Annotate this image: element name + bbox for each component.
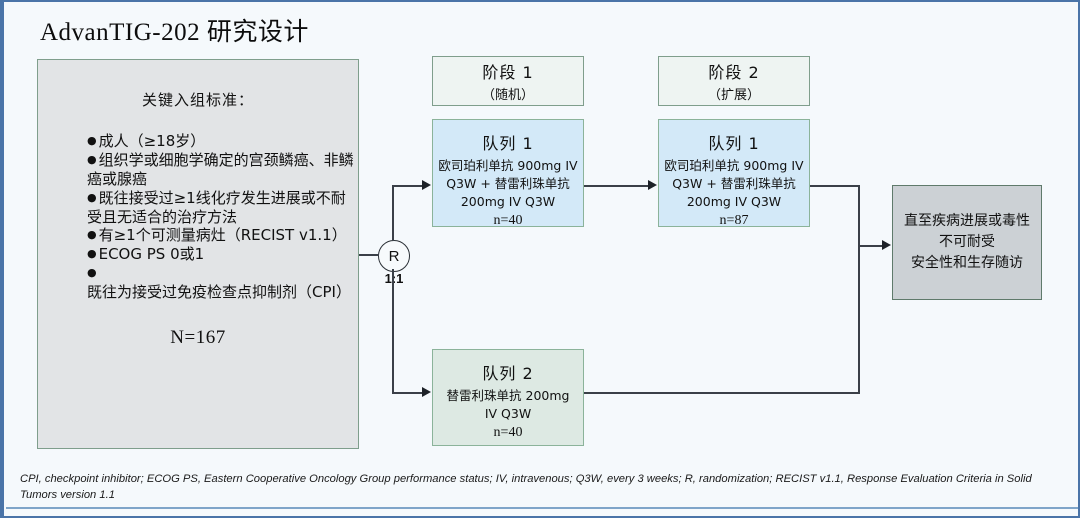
cohort-regimen-line-3: 200mg IV Q3W — [460, 194, 556, 210]
stage2-cohort-1-box: 队列 1 欧司珀利单抗 900mg IV Q3W + 替雷利珠单抗 200mg … — [658, 119, 810, 229]
arrow-to-outcome — [882, 240, 891, 250]
stage1-cohort-1-box: 队列 1 欧司珀利单抗 900mg IV Q3W + 替雷利珠单抗 200mg … — [432, 119, 584, 229]
cohort-regimen-line-1: 替雷利珠单抗 200mg — [446, 388, 570, 403]
cohort-title: 队列 1 — [482, 134, 534, 153]
list-item: ECOG PS 0或1 — [87, 245, 358, 264]
stage-2-header: 阶段 2 （扩展） — [658, 56, 810, 106]
randomization-ratio: 1:1 — [384, 271, 404, 286]
stage-2-subtitle: （扩展） — [707, 88, 760, 103]
list-item: 有≥1个可测量病灶（RECIST v1.1） — [87, 226, 358, 245]
cohort-regimen-line-1: 欧司珀利单抗 900mg IV — [664, 158, 804, 173]
outcome-followup-box: 直至疾病进展或毒性 不可耐受 安全性和生存随访 — [892, 185, 1042, 300]
cohort-title: 队列 1 — [708, 134, 760, 153]
cohort-regimen-line-1: 欧司珀利单抗 900mg IV — [438, 158, 578, 173]
cohort-sample-size: n=87 — [719, 213, 749, 229]
stage1-cohort-2-box: 队列 2 替雷利珠单抗 200mg IV Q3W n=40 — [432, 349, 584, 446]
connector-right-rail-vertical — [858, 185, 860, 393]
criteria-total-n: N=167 — [170, 327, 226, 349]
randomization-node: R — [378, 240, 410, 272]
outcome-line-2: 不可耐受 — [939, 234, 995, 250]
cohort-regimen-line-2: Q3W + 替雷利珠单抗 — [446, 176, 570, 192]
cohort-regimen-line-2: Q3W + 替雷利珠单抗 — [672, 176, 796, 192]
arrow-to-stage2-cohort1 — [648, 180, 657, 190]
cohort-sample-size: n=40 — [493, 425, 523, 441]
connector-r-down-horizontal — [392, 392, 424, 394]
cohort-sample-size: n=40 — [493, 213, 523, 229]
outcome-line-3: 安全性和生存随访 — [911, 255, 1023, 271]
stage-1-name: 阶段 1 — [482, 63, 534, 82]
connector-r-down-vertical — [392, 269, 394, 393]
criteria-heading: 关键入组标准： — [141, 91, 254, 109]
connector-rail-to-outcome — [858, 245, 884, 247]
cohort-regimen-line-2: IV Q3W — [484, 406, 532, 422]
arrow-to-stage1-cohort1 — [422, 180, 431, 190]
cohort-title: 队列 2 — [482, 364, 534, 383]
connector-stage1-to-stage2 — [584, 185, 648, 187]
criteria-list: 成人（≥18岁） 组织学或细胞学确定的宫颈鳞癌、非鳞癌或腺癌 既往接受过≥1线化… — [47, 132, 358, 302]
cohort-regimen-line-3: 200mg IV Q3W — [686, 194, 782, 210]
stage-1-header: 阶段 1 （随机） — [432, 56, 584, 106]
connector-r-up-vertical — [392, 185, 394, 241]
connector-r-up-horizontal — [392, 185, 424, 187]
connector-stage2-to-rail — [810, 185, 859, 187]
list-item: 成人（≥18岁） — [87, 132, 358, 151]
stage-1-subtitle: （随机） — [481, 88, 534, 103]
list-item: 既往接受过≥1线化疗发生进展或不耐受且无适合的治疗方法 — [87, 189, 358, 227]
footnote-divider — [6, 507, 1078, 509]
outcome-line-1: 直至疾病进展或毒性 — [904, 213, 1030, 229]
arrow-to-cohort2 — [422, 387, 431, 397]
stage-2-name: 阶段 2 — [708, 63, 760, 82]
connector-cohort2-to-rail — [584, 392, 860, 394]
page-title: AdvanTIG-202 研究设计 — [40, 19, 309, 46]
connector-criteria-to-r — [359, 254, 379, 256]
footnote-abbreviations: CPI, checkpoint inhibitor; ECOG PS, East… — [20, 473, 1032, 501]
list-item: 组织学或细胞学确定的宫颈鳞癌、非鳞癌或腺癌 — [87, 151, 358, 189]
eligibility-criteria-box: 关键入组标准： 成人（≥18岁） 组织学或细胞学确定的宫颈鳞癌、非鳞癌或腺癌 既… — [37, 59, 359, 449]
list-item: 既往为接受过免疫检查点抑制剂（CPI） — [87, 264, 358, 302]
